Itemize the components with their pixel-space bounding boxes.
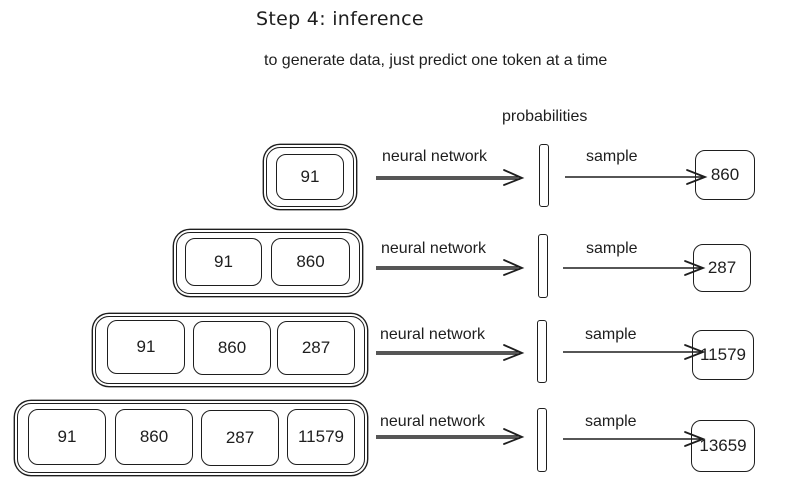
probabilities-bar xyxy=(537,320,547,383)
context-token: 860 xyxy=(193,321,271,375)
sampled-token: 13659 xyxy=(691,420,755,472)
sample-label: sample xyxy=(585,413,637,430)
context-sequence-box xyxy=(17,403,365,473)
network-arrow xyxy=(376,169,525,186)
sampled-token: 860 xyxy=(695,150,755,200)
neural-network-label: neural network xyxy=(380,413,485,430)
neural-network-label: neural network xyxy=(382,148,487,165)
sample-label: sample xyxy=(585,326,637,343)
diagram-title: Step 4: inference xyxy=(256,8,424,30)
network-arrow xyxy=(376,259,525,276)
neural-network-label: neural network xyxy=(380,326,485,343)
context-token: 860 xyxy=(115,409,193,465)
inference-row-2: 91 860 neural network sample 287 xyxy=(0,228,791,298)
context-sequence-box xyxy=(95,316,365,384)
probabilities-bar xyxy=(537,408,547,472)
probabilities-label: probabilities xyxy=(502,108,588,125)
probabilities-bar xyxy=(539,144,549,207)
sample-arrow xyxy=(563,260,706,276)
context-token: 287 xyxy=(201,410,279,466)
network-arrow xyxy=(376,344,525,361)
context-sequence-box xyxy=(176,232,360,294)
sample-arrow xyxy=(565,169,708,185)
sample-label: sample xyxy=(586,240,638,257)
probabilities-bar xyxy=(538,234,548,298)
sampled-token: 11579 xyxy=(692,330,754,380)
context-token: 287 xyxy=(277,321,355,375)
context-token: 11579 xyxy=(287,409,355,465)
sample-label: sample xyxy=(586,148,638,165)
inference-row-1: 91 neural network sample 860 xyxy=(0,140,791,210)
context-token: 91 xyxy=(107,320,185,374)
context-token: 91 xyxy=(276,154,344,200)
inference-row-4: 91 860 287 11579 neural network sample 1… xyxy=(0,400,791,473)
sample-arrow xyxy=(563,344,706,360)
context-token: 860 xyxy=(271,238,350,286)
context-token: 91 xyxy=(28,409,106,465)
sample-arrow xyxy=(563,431,706,447)
context-sequence-box xyxy=(266,147,354,207)
network-arrow xyxy=(376,428,525,445)
context-token: 91 xyxy=(185,238,262,286)
diagram-subtitle: to generate data, just predict one token… xyxy=(264,52,608,69)
sampled-token: 287 xyxy=(693,244,751,292)
neural-network-label: neural network xyxy=(381,240,486,257)
inference-row-3: 91 860 287 neural network sample 11579 xyxy=(0,312,791,384)
